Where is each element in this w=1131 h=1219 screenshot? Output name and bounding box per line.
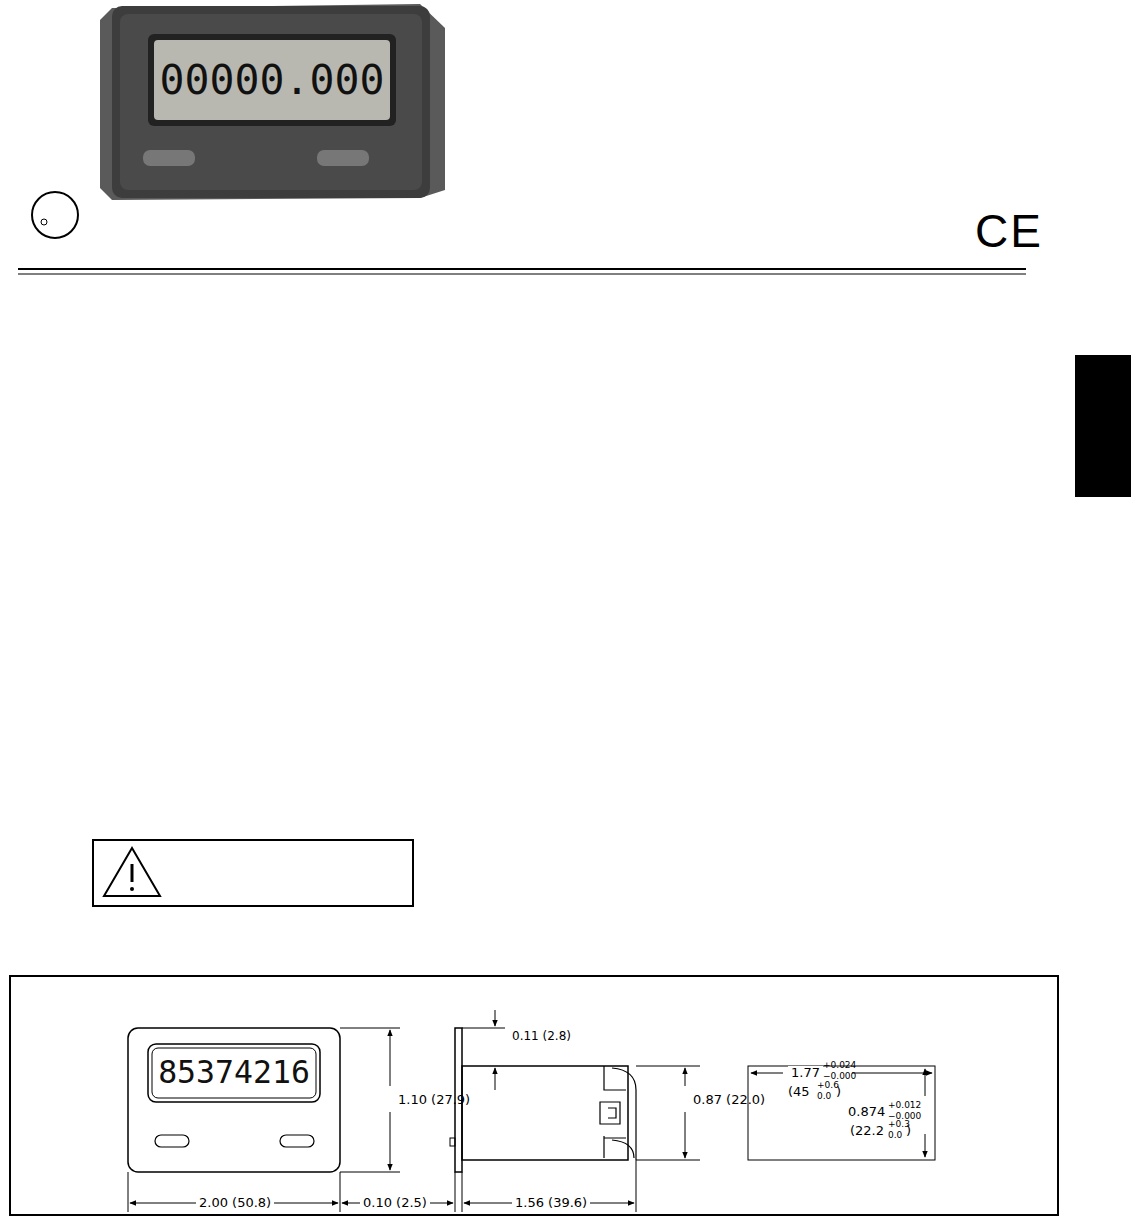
tolerance-label: 0.0 xyxy=(888,1131,902,1140)
dimension-label: 0.10 (2.5) xyxy=(360,1196,430,1209)
dimension-label: ) xyxy=(906,1124,911,1137)
display-digits: 00000.000 xyxy=(160,59,385,101)
dimension-label: ) xyxy=(836,1085,841,1098)
dimension-label: 0.87 (22.0) xyxy=(693,1093,765,1106)
side-view xyxy=(342,1010,700,1212)
counter-photo xyxy=(100,4,445,200)
dimension-label: 1.77 xyxy=(788,1066,823,1079)
ce-mark: CE xyxy=(975,208,1043,254)
tolerance-label: 0.0 xyxy=(817,1092,831,1101)
lcd-display: 85374216 xyxy=(154,1050,314,1096)
dimension-label: 1.56 (39.6) xyxy=(512,1196,590,1209)
dimension-label: 0.11 (2.8) xyxy=(512,1030,571,1042)
panel-cutout xyxy=(748,1066,935,1160)
front-view xyxy=(128,1028,400,1212)
approval-mark xyxy=(32,192,78,238)
tolerance-label: −0.000 xyxy=(823,1072,856,1081)
drawing-frame xyxy=(10,976,1058,1215)
tolerance-label: +0.6 xyxy=(817,1081,839,1090)
tolerance-label: +0.012 xyxy=(888,1101,921,1110)
section-tab xyxy=(1075,355,1131,497)
dimension-label: (45 xyxy=(788,1085,810,1098)
dimension-label: (22.2 xyxy=(850,1124,884,1137)
warning-box xyxy=(93,840,413,906)
dimension-label: 0.874 xyxy=(848,1105,885,1118)
display-digits: 85374216 xyxy=(158,1057,310,1089)
dimension-label: 2.00 (50.8) xyxy=(196,1196,274,1209)
lcd-display: 00000.000 xyxy=(156,42,388,118)
dimension-label: 1.10 (27.9) xyxy=(398,1093,470,1106)
tolerance-label: +0.024 xyxy=(823,1061,856,1070)
